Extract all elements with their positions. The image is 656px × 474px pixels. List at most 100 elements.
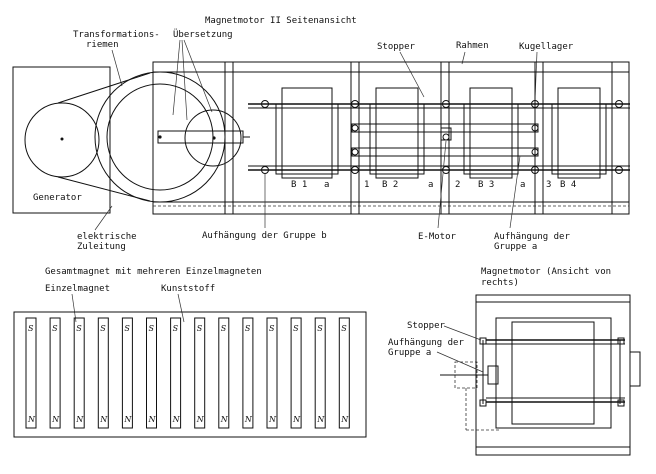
transmission-arm [157, 130, 244, 144]
sideview-label-aufhaengung-1: Aufhängung der [388, 338, 464, 348]
sideview-right-mount [629, 351, 641, 387]
label-einzelmagnet: Einzelmagnet [45, 284, 110, 294]
group-a1: a [324, 180, 329, 190]
einzelmagnet [25, 317, 37, 429]
sideview-label-stopper: Stopper [407, 321, 446, 331]
gesamtmagnet-title: Gesamtmagnet mit mehreren Einzelmagneten [45, 267, 262, 277]
pole-label-n: N [123, 415, 132, 424]
group-1: 1 [364, 180, 369, 190]
group-2: 2 [455, 180, 460, 190]
block-b4 [557, 87, 601, 179]
label-kunststoff: Kunststoff [161, 284, 215, 294]
bearing [531, 166, 539, 174]
bearing [351, 148, 359, 156]
main-frame-outer [152, 61, 630, 215]
einzelmagnet [121, 317, 133, 429]
gear-axle [212, 136, 216, 140]
pole-label-s: S [52, 324, 58, 333]
pole-label-s: S [28, 324, 34, 333]
sideview-rotor-inner [511, 321, 595, 425]
label-emotor: E-Motor [418, 232, 457, 242]
sideview-title-1: Magnetmotor (Ansicht von [481, 267, 611, 277]
block-b2-inner [369, 103, 425, 175]
leader-einzelmagnet [71, 293, 77, 323]
label-uebersetzung: Übersetzung [173, 29, 233, 40]
label-rahmen: Rahmen [456, 41, 489, 51]
generator-pulley [24, 102, 100, 178]
einzelmagnet [290, 317, 302, 429]
block-b1 [281, 87, 333, 179]
bearing [351, 100, 359, 108]
bearing [442, 100, 450, 108]
sideview-stopper-block [479, 337, 487, 345]
pole-label-n: N [75, 415, 84, 424]
einzelmagnet [170, 317, 182, 429]
pole-label-n: N [196, 415, 205, 424]
sideview-bearing-r2 [617, 399, 625, 407]
einzelmagnet [338, 317, 350, 429]
leader-emotor [437, 140, 447, 229]
einzelmagnet [266, 317, 278, 429]
pole-label-s: S [317, 324, 323, 333]
pole-label-s: S [124, 324, 130, 333]
group-3: 3 [546, 180, 551, 190]
bearing [531, 148, 539, 156]
label-aufhaengung-a-1: Aufhängung der [494, 232, 570, 242]
einzelmagnet [49, 317, 61, 429]
label-generator: Generator [33, 193, 82, 203]
bearing [531, 124, 539, 132]
group-b3: B 3 [478, 180, 494, 190]
sideview-bearing-l2 [479, 399, 487, 407]
bearing [615, 166, 623, 174]
bearing [351, 166, 359, 174]
sideview-rotor [495, 317, 612, 429]
bearing [261, 100, 269, 108]
group-a3: a [520, 180, 525, 190]
emotor-axle [442, 133, 450, 141]
pole-label-n: N [51, 415, 60, 424]
label-zuleitung-1: elektrische [77, 232, 137, 242]
leader-stopper [399, 51, 425, 98]
pulley-axle [158, 135, 162, 139]
pole-label-s: S [76, 324, 82, 333]
sideview-bearing-r1 [617, 337, 625, 345]
pole-label-s: S [149, 324, 155, 333]
group-b4: B 4 [560, 180, 576, 190]
label-kugellager: Kugellager [519, 42, 574, 52]
pole-label-s: S [221, 324, 227, 333]
einzelmagnet [97, 317, 109, 429]
block-b1-inner [275, 103, 339, 175]
einzelmagnet [194, 317, 206, 429]
einzelmagnet [146, 317, 157, 429]
label-transformationsriemen-2: riemen [86, 40, 119, 50]
generator-axle [60, 137, 64, 141]
bearings [261, 100, 623, 174]
leader-uebersetzung-3 [183, 39, 213, 113]
pole-label-n: N [27, 415, 36, 424]
pole-label-s: S [245, 324, 251, 333]
main-title: Magnetmotor II Seitenansicht [205, 16, 357, 26]
pole-label-s: S [197, 324, 203, 333]
bearing [261, 166, 269, 174]
leader-aufhaengung-a [509, 155, 521, 229]
label-stopper: Stopper [377, 42, 416, 52]
pole-label-n: N [220, 415, 229, 424]
einzelmagnet [242, 317, 254, 429]
block-b4-inner [551, 103, 607, 175]
pole-label-n: N [292, 415, 301, 424]
bearing [531, 100, 539, 108]
sideview-title-2: rechts) [481, 278, 519, 288]
pole-label-n: N [316, 415, 325, 424]
pole-label-n: N [268, 415, 277, 424]
label-zuleitung-2: Zuleitung [77, 242, 126, 252]
bearing [615, 100, 623, 108]
label-aufhaengung-b: Aufhängung der Gruppe b [202, 231, 327, 241]
bearing [442, 166, 450, 174]
pole-label-n: N [172, 415, 181, 424]
belt-top [57, 72, 151, 104]
block-b3-inner [463, 103, 519, 175]
leader-riemen [111, 49, 123, 87]
pole-label-s: S [341, 324, 347, 333]
